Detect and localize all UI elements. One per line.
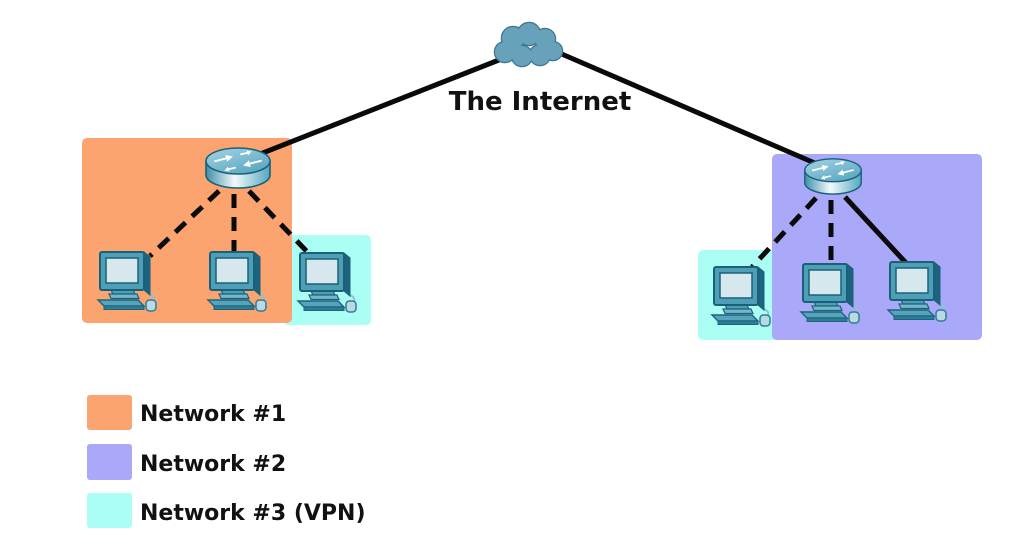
legend: Network #1 Network #2 Network #3 (VPN) [87, 395, 366, 528]
pc-icon-net1-3 [297, 252, 357, 313]
legend-label-network3: Network #3 (VPN) [140, 501, 366, 526]
legend-swatch-network2 [87, 444, 132, 480]
pc-icon-net2-3 [887, 261, 947, 322]
legend-label-network2: Network #2 [140, 452, 286, 477]
internet-label: The Internet [449, 87, 632, 117]
link-internet-router2 [556, 49, 825, 170]
cloud-icon [493, 21, 564, 68]
legend-swatch-network3 [87, 493, 132, 528]
link-router1-pc1 [148, 189, 221, 258]
router-icon-network2 [804, 158, 862, 195]
link-router1-pc3 [247, 189, 318, 263]
legend-swatch-network1 [87, 395, 132, 430]
link-internet-router1 [249, 55, 505, 161]
pc-icon-net1-2 [207, 251, 267, 312]
pc-icon-net2-2 [800, 263, 860, 324]
link-router2-pc1 [750, 196, 818, 269]
router-icon-network1 [205, 147, 271, 189]
pc-icon-net2-1 [711, 266, 771, 327]
link-router2-pc3 [843, 195, 909, 266]
legend-label-network1: Network #1 [140, 402, 286, 427]
pc-icon-net1-1 [97, 251, 157, 312]
